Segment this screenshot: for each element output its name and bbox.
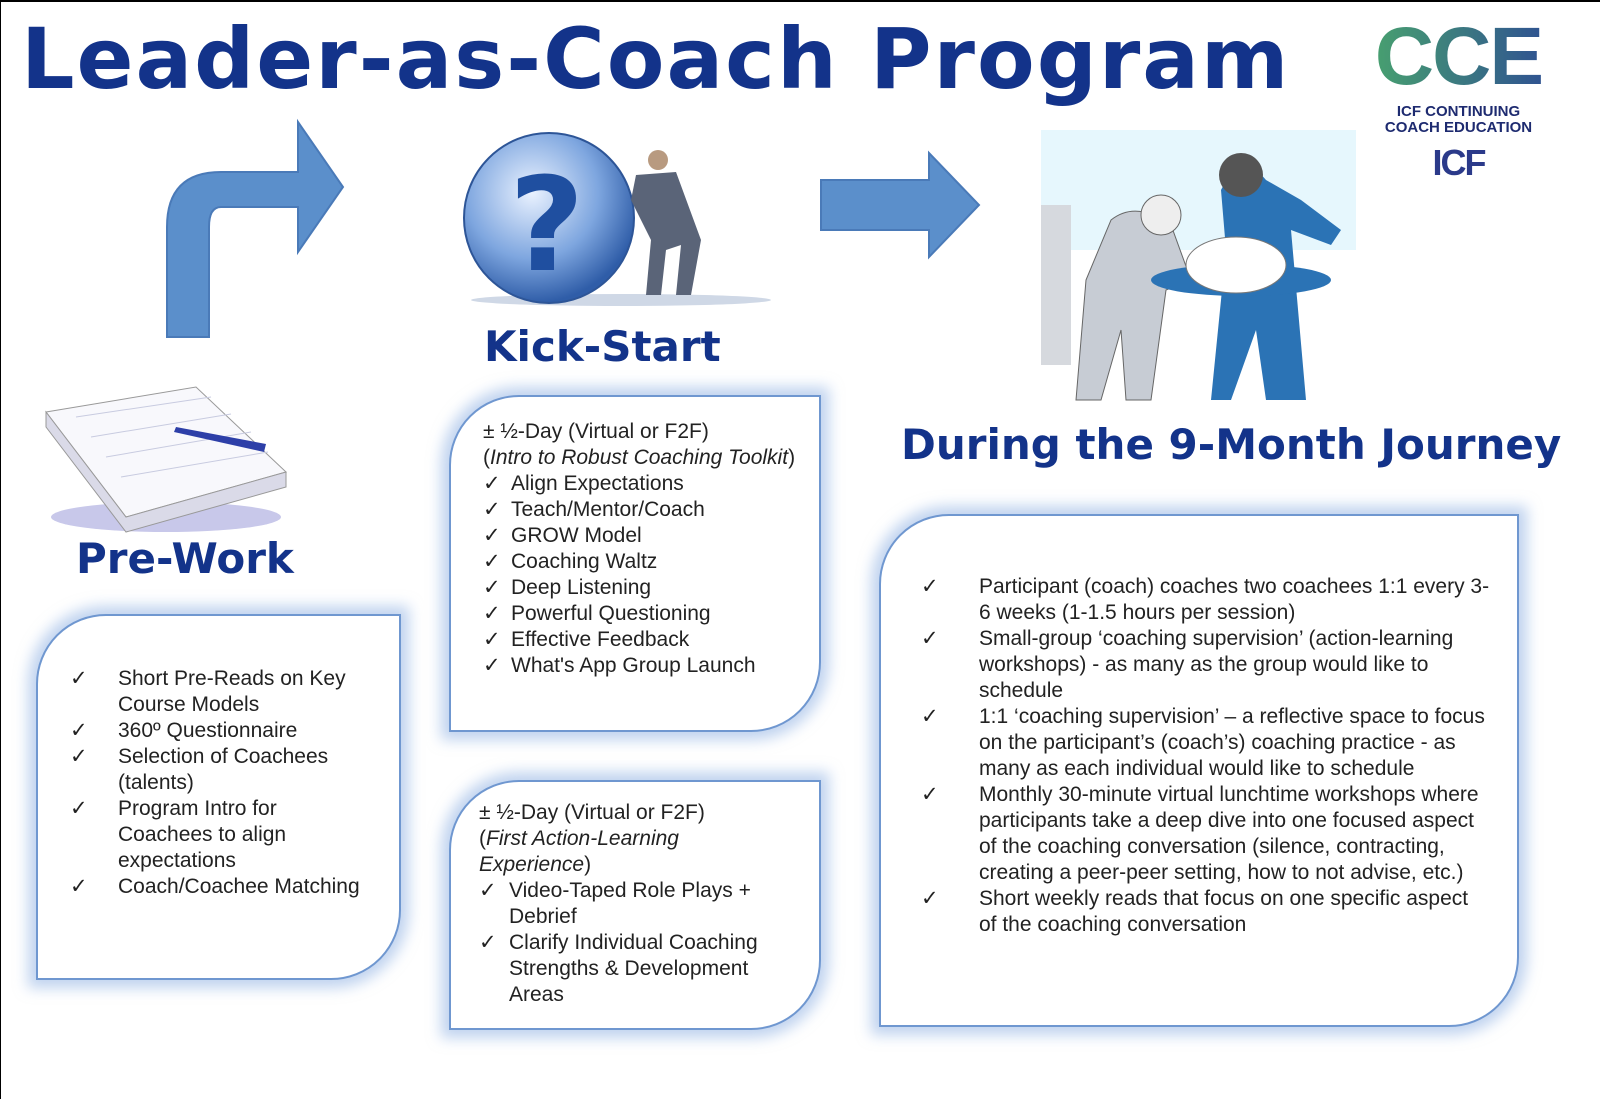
list-item: ✓What's App Group Launch: [483, 654, 756, 677]
session-subtitle: (First Action-Learning Experience): [479, 827, 679, 876]
list-item: ✓Coach/Coachee Matching: [70, 875, 360, 898]
coaching-cloud-illustration: [1041, 130, 1356, 401]
check-icon: ✓: [70, 667, 88, 690]
check-icon: ✓: [483, 472, 501, 495]
logo-line1: ICF CONTINUING: [1396, 103, 1521, 120]
check-icon: ✓: [483, 602, 501, 625]
journey-heading: During the 9-Month Journey: [901, 420, 1562, 469]
page-title: Leader-as-Coach Program: [21, 10, 1291, 108]
right-arrow-icon: [820, 150, 981, 260]
session-subtitle: (Intro to Robust Coaching Toolkit): [483, 446, 796, 469]
check-icon: ✓: [921, 887, 939, 910]
bent-arrow-icon: [166, 118, 345, 338]
check-icon: ✓: [483, 576, 501, 599]
list-item: ✓Program Intro for Coachees to align exp…: [70, 797, 287, 872]
check-icon: ✓: [70, 797, 88, 820]
list-item: ✓Coaching Waltz: [483, 550, 658, 573]
check-icon: ✓: [70, 875, 88, 898]
logo-line2: COACH EDUCATION: [1384, 119, 1533, 136]
check-icon: ✓: [483, 550, 501, 573]
list-item: ✓Deep Listening: [483, 576, 652, 599]
list-item: ✓Video-Taped Role Plays + Debrief: [479, 879, 751, 928]
check-icon: ✓: [921, 575, 939, 598]
list-item: ✓GROW Model: [483, 524, 642, 547]
journey-box: ✓Participant (coach) coaches two coachee…: [879, 514, 1519, 1027]
check-icon: ✓: [479, 879, 497, 902]
check-icon: ✓: [483, 654, 501, 677]
check-icon: ✓: [483, 498, 501, 521]
kickstart-box-1: ± ½-Day (Virtual or F2F) (Intro to Robus…: [449, 395, 821, 732]
check-icon: ✓: [70, 745, 88, 768]
list-item: ✓Small-group ‘coaching supervision’ (act…: [921, 627, 1454, 702]
check-icon: ✓: [921, 627, 939, 650]
prework-box: ✓Short Pre-Reads on Key Course Models ✓3…: [36, 614, 401, 980]
svg-text:?: ?: [509, 149, 584, 301]
notebook-pen-illustration: [45, 386, 287, 533]
list-item: ✓Clarify Individual Coaching Strengths &…: [479, 931, 758, 1006]
kickstart-box-2: ± ½-Day (Virtual or F2F) (First Action-L…: [449, 780, 821, 1030]
list-item: ✓Powerful Questioning: [483, 602, 711, 625]
list-item: ✓360º Questionnaire: [70, 719, 298, 742]
prework-heading: Pre-Work: [76, 534, 294, 583]
list-item: ✓Effective Feedback: [483, 628, 690, 651]
check-icon: ✓: [921, 705, 939, 728]
list-item: ✓Short weekly reads that focus on one sp…: [921, 887, 1469, 936]
session-length: ± ½-Day (Virtual or F2F): [479, 801, 705, 824]
logo-icf: ICF: [1432, 142, 1487, 183]
list-item: ✓Participant (coach) coaches two coachee…: [921, 575, 1490, 624]
cce-logo: CCE ICF CONTINUING COACH EDUCATION ICF: [1356, 16, 1561, 184]
list-item: ✓Short Pre-Reads on Key Course Models: [70, 667, 346, 716]
check-icon: ✓: [921, 783, 939, 806]
check-icon: ✓: [483, 524, 501, 547]
list-item: ✓Align Expectations: [483, 472, 684, 495]
question-globe-illustration: ?: [463, 132, 771, 306]
session-length: ± ½-Day (Virtual or F2F): [483, 420, 709, 443]
list-item: ✓1:1 ‘coaching supervision’ – a reflecti…: [921, 705, 1485, 780]
list-item: ✓Monthly 30-minute virtual lunchtime wor…: [921, 783, 1479, 884]
logo-cce: CCE: [1356, 16, 1561, 98]
kickstart-heading: Kick-Start: [484, 322, 721, 371]
check-icon: ✓: [479, 931, 497, 954]
list-item: ✓Selection of Coachees (talents): [70, 745, 329, 794]
list-item: ✓Teach/Mentor/Coach: [483, 498, 705, 521]
check-icon: ✓: [483, 628, 501, 651]
check-icon: ✓: [70, 719, 88, 742]
